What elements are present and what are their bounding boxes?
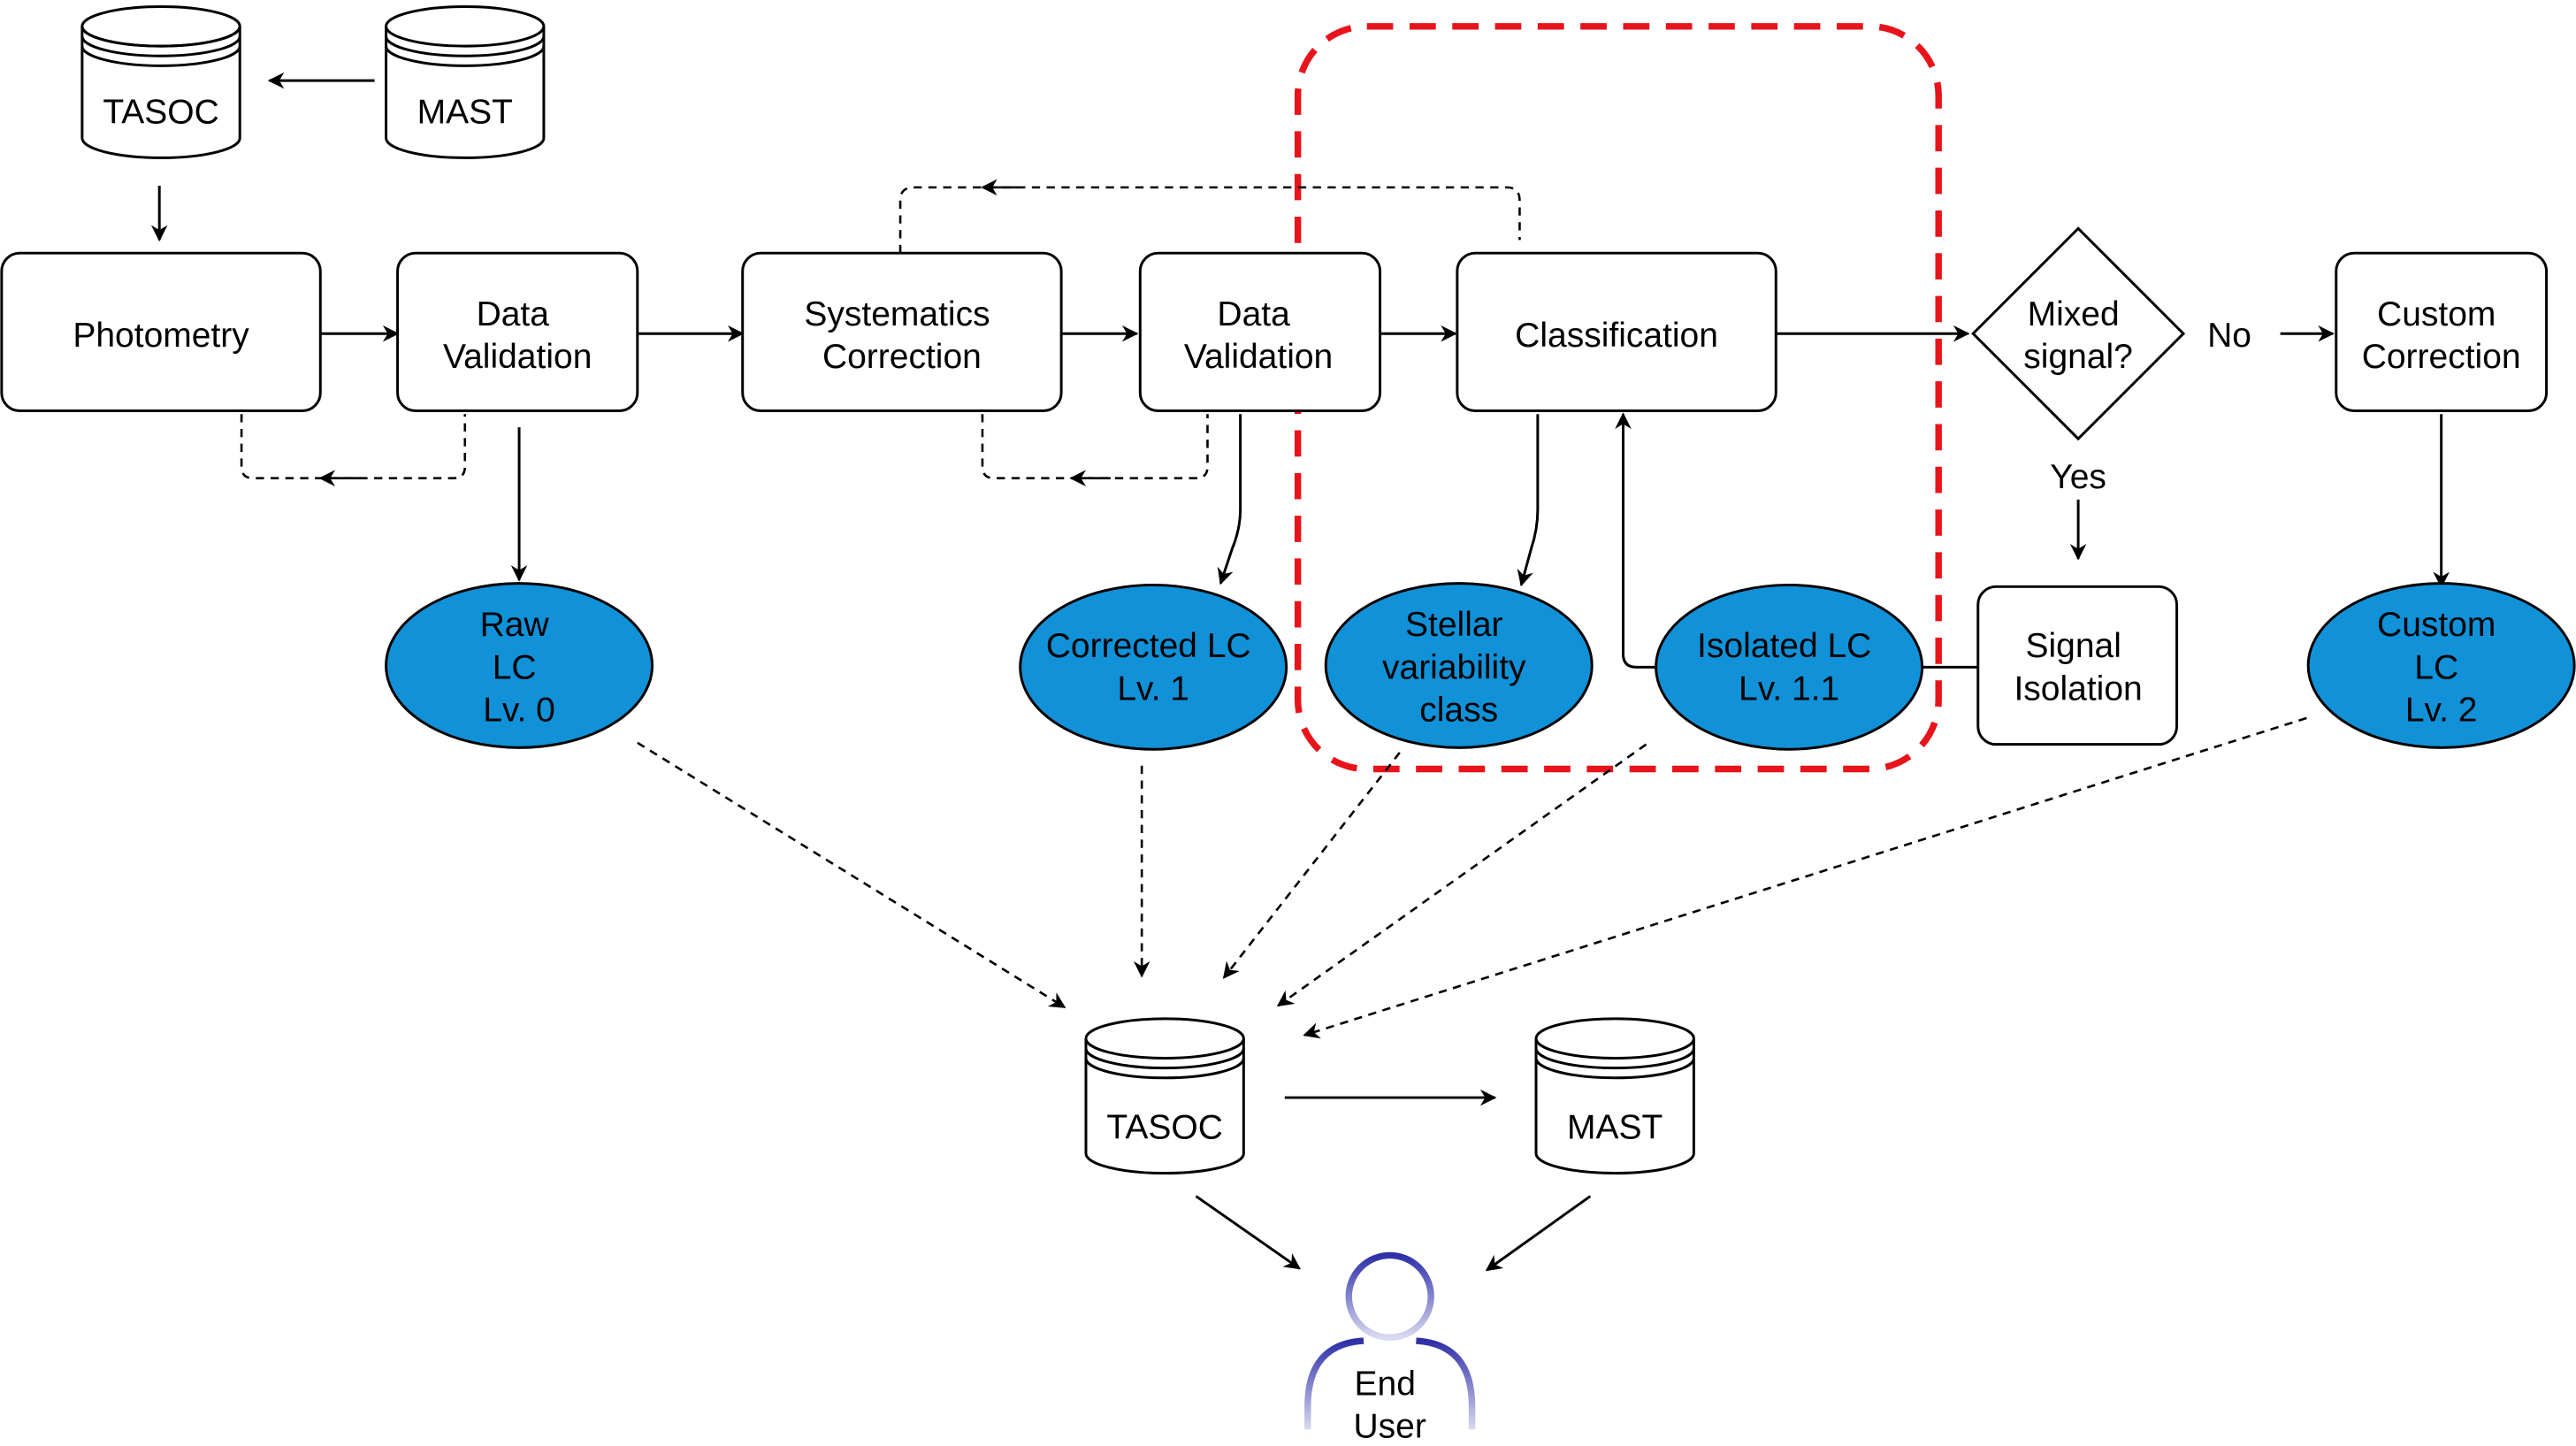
isolated-lc-label: Isolated LC Lv. 1.1 [1697,627,1881,708]
solid-connectors [150,72,2450,1272]
stellar-variability-product [1324,582,1594,749]
raw-lc-label: Raw LC Lv. 0 [480,606,559,730]
database-tasoc-bottom: TASOC [1084,1017,1245,1175]
custom-lc-product [2306,582,2576,749]
photometry-label: Photometry [73,317,249,355]
end-user-label: End User [1354,1365,1426,1445]
custom-correction-box [2335,251,2549,413]
data-validation-2-box [1138,251,1382,413]
systematics-correction-label: Systematics Correction [804,295,999,376]
database-mast-top: MAST [385,5,546,159]
classification-box [1456,251,1777,413]
data-validation-2-label: Data Validation [1184,295,1333,376]
isolated-lc-product [1655,583,1924,751]
data-validation-1-label: Data Validation [443,295,592,376]
signal-isolation-label: Signal Isolation [2014,627,2142,708]
database-label: MAST [417,93,513,131]
database-mast-bottom: MAST [1534,1017,1695,1175]
signal-isolation-box [1976,585,2179,746]
database-tasoc-top: TASOC [80,5,241,159]
corrected-lc-label: Corrected LC Lv. 1 [1046,627,1261,708]
mixed-signal-decision [1971,226,2186,441]
database-label: MAST [1567,1109,1663,1147]
systematics-correction-box [741,251,1063,413]
decision-yes-label: Yes [2050,458,2106,496]
stellar-variability-label: Stellar variability class [1382,606,1535,730]
user-icon [1304,1251,1476,1430]
corrected-lc-product [1019,583,1288,751]
photometry-box [0,251,322,413]
raw-lc-product [385,582,654,749]
data-validation-1-box [396,251,639,413]
database-label: TASOC [103,93,218,131]
classification-label: Classification [1515,317,1718,355]
dashed-connectors [240,179,2307,1039]
database-label: TASOC [1106,1109,1222,1147]
custom-correction-label: Custom Correction [2362,295,2521,376]
mixed-signal-label: Mixed signal? [2023,295,2133,376]
custom-lc-label: Custom LC Lv. 2 [2377,606,2505,730]
decision-no-label: No [2207,317,2251,355]
